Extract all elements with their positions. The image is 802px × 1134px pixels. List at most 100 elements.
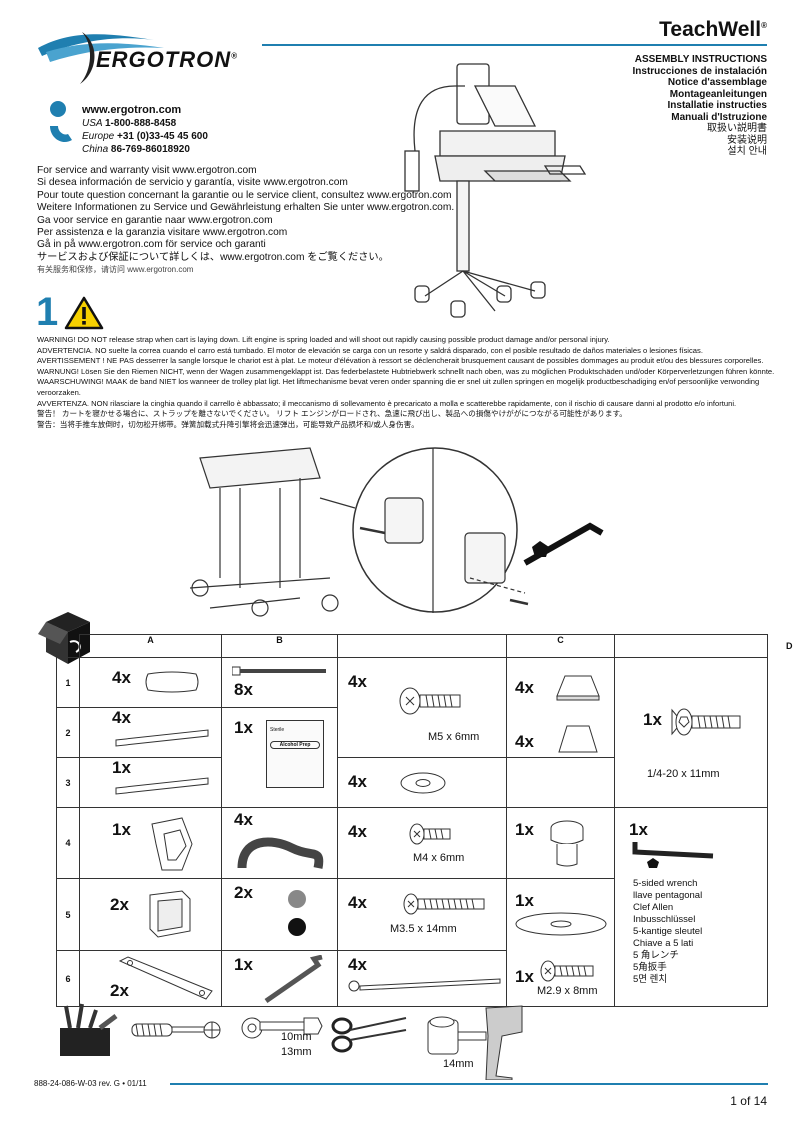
row-label: 5 <box>56 878 80 951</box>
column-header: C <box>506 634 615 658</box>
screw-m4-icon <box>409 823 451 845</box>
clamp-icon <box>149 890 191 938</box>
long-cable-tie-icon <box>348 978 501 992</box>
part-qty: 2x <box>110 981 129 1000</box>
wrench-size-13: 13mm <box>281 1046 312 1058</box>
wrench-name: 5-sided wrench <box>633 878 698 889</box>
part-qty: 1x <box>234 718 253 737</box>
part-size-label: M2.9 x 8mm <box>537 985 598 997</box>
part-cell-a5: 2x <box>79 878 222 951</box>
instr-line: Installatie instructies <box>667 100 767 111</box>
row-label: 4 <box>56 807 80 879</box>
pad-icon <box>145 671 199 693</box>
wrench-size-10: 10mm <box>281 1031 312 1043</box>
row-label: 3 <box>56 757 80 808</box>
warning-line: 警告！ カートを寝かせる場合に、ストラップを離さないでください。 リフト エンジ… <box>37 409 627 419</box>
part-qty: 4x <box>515 732 534 751</box>
service-line: Per assistenza e la garanzia visitare ww… <box>37 227 288 239</box>
row-label: 2 <box>56 707 80 758</box>
part-size-label: M5 x 6mm <box>428 731 480 743</box>
socket-icon <box>427 1016 487 1055</box>
instr-line: Montageanleitungen <box>669 88 767 100</box>
column-header <box>614 634 768 658</box>
scissors-icon <box>331 1017 407 1053</box>
screw-m5-icon <box>399 687 461 715</box>
step1-illustration <box>189 447 604 617</box>
large-washer-icon <box>515 912 607 936</box>
cart-illustration <box>404 63 587 318</box>
part-cell-a3: 1x <box>79 757 222 808</box>
part-size-label: 1/4-20 x 11mm <box>647 768 720 780</box>
foot-pad-icon <box>556 675 600 701</box>
service-line: For service and warranty visit www.ergot… <box>37 165 257 176</box>
parts-table: A B C 1 4x 8x 4x M5 x 6mm 4x 4x 1x <box>56 634 768 1007</box>
service-line: Gå in på www.ergotron.com för service oc… <box>37 239 266 251</box>
service-lines: For service and warranty visit www.ergot… <box>37 165 454 277</box>
wrench-name: 5角扳手 <box>633 962 667 973</box>
part-cell-e1: 1x 1/4-20 x 11mm <box>614 657 768 808</box>
phone-china: China 86-769-86018920 <box>82 144 190 155</box>
part-qty: 4x <box>348 672 367 691</box>
page-number: 1 of 14 <box>730 1094 767 1108</box>
part-qty: 4x <box>234 810 253 829</box>
part-qty: 1x <box>629 820 648 839</box>
instr-line: Notice d'assemblage <box>667 77 767 88</box>
channel-strip-icon <box>115 729 209 747</box>
drill-icon <box>485 1005 523 1080</box>
part-size-label: M4 x 6mm <box>413 852 465 864</box>
part-qty: 4x <box>348 772 367 791</box>
warning-line: WARNING! DO NOT release strap when cart … <box>37 335 610 344</box>
warning-icon <box>64 296 104 330</box>
phone-europe: Europe +31 (0)33-45 45 600 <box>82 131 208 142</box>
cable-wrap-icon <box>237 837 324 869</box>
ergotron-logo-swoosh <box>38 32 164 84</box>
part-cell-a6: 2x <box>79 950 222 1007</box>
warning-line: 警告：当将手推车放倒时，切勿松开绑带。弹簧加载式升降引擎将会迅速弹出，可能导致产… <box>37 419 419 429</box>
phone-usa: USA 1-800-888-8458 <box>82 118 177 129</box>
ergotron-logo-text: ERGOTRON® <box>96 47 239 72</box>
part-cell-d1: 4x 4x <box>506 657 615 758</box>
parts-box-icon <box>38 612 90 664</box>
website-link[interactable]: www.ergotron.com <box>82 104 182 116</box>
hex-key-icon <box>264 955 323 1004</box>
screw-m35-icon <box>403 893 485 915</box>
row-label: 1 <box>56 657 80 708</box>
part-qty: 1x <box>643 710 662 729</box>
part-qty: 4x <box>112 708 131 727</box>
product-title: TeachWell® <box>659 18 767 41</box>
strap-plate-icon <box>118 956 213 1000</box>
instr-line: 取扱い説明書 <box>707 123 767 134</box>
wrench-name: llave pentagonal <box>633 890 703 901</box>
part-qty: 4x <box>348 893 367 912</box>
prep-label: Alcohol Prep <box>270 741 320 749</box>
column-header: B <box>221 634 338 658</box>
knob-icon <box>550 820 584 867</box>
wrench-icon <box>241 1017 323 1039</box>
warning-line: AVERTISSEMENT ! NE PAS desserrer la sang… <box>37 356 764 366</box>
service-line: Ga voor service en garantie naar www.erg… <box>37 214 273 226</box>
part-cell-d4: 1x <box>506 807 615 879</box>
instr-line: Instrucciones de instalación <box>632 65 767 77</box>
washer-icon <box>400 772 446 794</box>
globe-phone-icon <box>50 101 72 143</box>
screw-m29-icon <box>540 960 594 982</box>
wrench-name: Chiave a 5 lati <box>633 938 694 949</box>
socket-size: 14mm <box>443 1058 474 1070</box>
part-cell-a2: 4x <box>79 707 222 758</box>
part-cell-b6: 1x <box>221 950 338 1007</box>
part-cell-b1: 8x <box>221 657 338 708</box>
column-header <box>337 634 507 658</box>
wrench-name: 5면 렌치 <box>633 974 668 985</box>
column-header: A <box>79 634 222 658</box>
part-size-label: M3.5 x 14mm <box>390 923 457 935</box>
part-cell-d5: 1x 1x M2.9 x 8mm <box>506 878 615 1007</box>
service-line: 有关服务和保修，请访问 www.ergotron.com <box>37 265 194 275</box>
part-cell-c4: 4x M4 x 6mm <box>337 807 507 879</box>
tools-strip <box>60 1003 523 1080</box>
warning-line: WAARSCHUWING! MAAK de band NIET los wann… <box>37 377 760 397</box>
document-code: 888-24-086-W-03 rev. G • 01/11 <box>34 1079 147 1088</box>
part-qty: 4x <box>515 678 534 697</box>
part-cell-d3 <box>506 757 615 808</box>
wrench-name: 5 角レンチ <box>633 950 679 961</box>
part-cell-a1: 4x <box>79 657 222 708</box>
